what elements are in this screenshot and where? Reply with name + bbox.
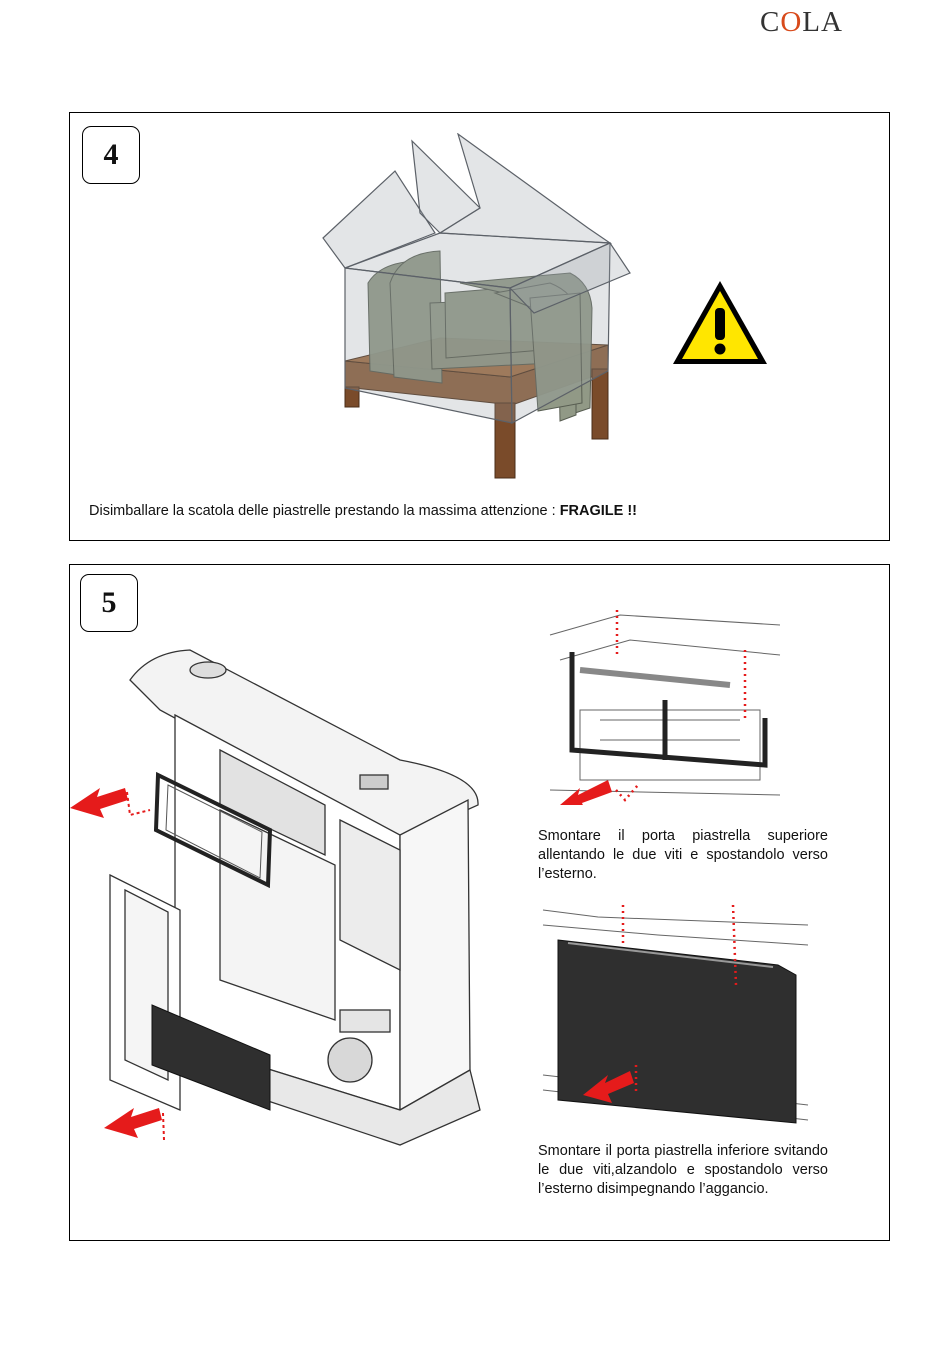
step-number-badge: 5 [80,574,138,632]
step-4-caption: Disimballare la scatola delle piastrelle… [89,502,849,521]
step-5-panel: 5 [69,564,890,1241]
logo-letter-o: O [780,6,803,38]
lower-holder-caption: Smontare il porta piastrella inferiore s… [538,1143,828,1197]
upper-holder-caption: Smontare il porta piastrella superiore a… [538,828,828,882]
logo-letter-c: C [760,6,781,38]
caption-text: Disimballare la scatola delle piastrelle… [89,503,560,519]
caption-fragile-warning: FRAGILE !! [559,503,638,519]
warning-icon [673,281,767,364]
step-4-panel: 4 [69,112,890,541]
stove-exploded-illustration [70,649,481,1146]
box-of-tiles-illustration [322,133,631,479]
lower-tile-holder-detail [538,905,816,1127]
upper-tile-holder-detail [540,600,785,805]
brand-logo: COLA [760,6,870,46]
step-number-badge: 4 [82,126,140,184]
logo-letters-la: LA [802,6,843,38]
